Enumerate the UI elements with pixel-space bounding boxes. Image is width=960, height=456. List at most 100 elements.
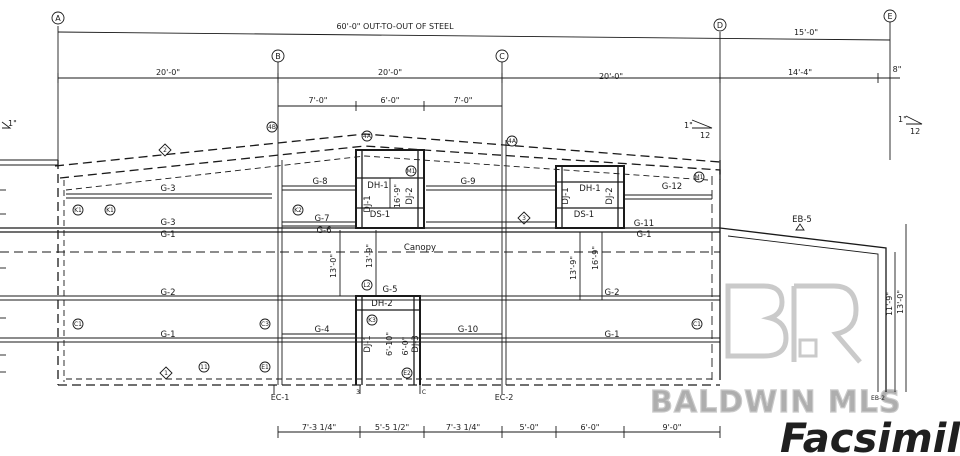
door-label: DJ-2 xyxy=(405,187,415,204)
door-height: 16'-9" xyxy=(393,184,402,208)
detail-tag: 4B xyxy=(268,124,276,131)
roof-slopes: 1" 1" 12 1" 12 xyxy=(1,115,923,140)
grid-bubble-d: D xyxy=(717,21,723,30)
dim-sub-3: 7'-0" xyxy=(454,96,473,105)
door-height: 6'-0" xyxy=(401,337,410,356)
detail-tag: C3 xyxy=(261,321,269,328)
dim-out-to-out: 60'-0" OUT-TO-OUT OF STEEL xyxy=(336,22,454,31)
door-opening-lower: DH-2 DJ-1 DJ-3 6'-10" 6'-0" xyxy=(355,295,421,385)
door-height: 6'-10" xyxy=(385,332,394,356)
dim-bottom: 5'-0" xyxy=(520,423,539,432)
eave-height: 13'-0" xyxy=(896,290,905,314)
dim-bay-4: 14'-4" xyxy=(788,68,812,77)
detail-tag: M1 xyxy=(695,174,704,181)
detail-tag: 11 xyxy=(200,364,208,371)
door-opening-upper-left: DH-1 DS-1 DJ-1 DJ-2 16'-9" 13'-9" 13'-0" xyxy=(329,149,425,296)
dim-bottom: 7'-3 1/4" xyxy=(446,423,480,432)
detail-tags: 4B 4A 4A 2 3 1 11 K1 K1 K2 M1 M1 L2 K3 C… xyxy=(72,121,705,380)
slope-mid-rise: 1" xyxy=(684,121,693,130)
girt-label: G-6 xyxy=(316,226,331,236)
door-height: 16'-9" xyxy=(591,246,600,270)
girt-labels: G-3 G-3 G-1 G-2 G-1 G-8 G-7 G-6 G-5 G-4 … xyxy=(160,177,682,340)
top-dimensions: 60'-0" OUT-TO-OUT OF STEEL 15'-0" 20'-0"… xyxy=(57,22,902,111)
girt-label: G-2 xyxy=(604,288,619,298)
dim-bottom: 7'-3 1/4" xyxy=(302,423,336,432)
detail-tag: C1 xyxy=(74,321,82,328)
columns: EC-1 EC-2 3 C xyxy=(271,140,514,402)
girt-label: G-9 xyxy=(460,177,475,187)
grid-bubble-c: C xyxy=(499,52,505,61)
detail-tag: C1 xyxy=(693,321,701,328)
dim-bay-3: 20'-0" xyxy=(599,72,623,81)
detail-tag: E2 xyxy=(403,370,411,377)
girt-label: G-7 xyxy=(314,214,329,224)
door-label: DJ-1 xyxy=(363,335,373,352)
girt-label: G-3 xyxy=(160,218,175,228)
watermark: BALDWIN MLS xyxy=(649,283,901,421)
girt-label: G-1 xyxy=(160,230,175,240)
girt-label: G-1 xyxy=(636,230,651,240)
door-label: DH-2 xyxy=(371,299,392,309)
door-opening-upper-right: DH-1 DS-1 DJ-1 DJ-2 13'-9" 16'-9" xyxy=(555,165,625,300)
dim-bay-5: 8" xyxy=(893,65,902,74)
grid-lines: A B C D E xyxy=(51,9,897,385)
grid-bubble-e: E xyxy=(887,12,892,21)
girt-label: G-1 xyxy=(160,330,175,340)
dim-sub-1: 7'-0" xyxy=(309,96,328,105)
door-height: 13'-9" xyxy=(569,256,578,280)
detail-tag: 3 xyxy=(522,215,526,222)
detail-tag: K3 xyxy=(368,317,376,324)
slope-left: 1" xyxy=(8,119,17,128)
slope-right-rise: 1" xyxy=(898,115,907,124)
girt-label: G-8 xyxy=(312,177,327,187)
girt-label: G-5 xyxy=(382,285,397,295)
girt-label: G-12 xyxy=(662,182,682,192)
column-label: 3 xyxy=(356,389,360,396)
canopy-label: Canopy xyxy=(404,243,436,253)
girt-label: G-10 xyxy=(458,325,478,335)
dim-bay-1: 20'-0" xyxy=(156,68,180,77)
grid-bubble-a: A xyxy=(55,14,61,23)
door-label: DJ-1 xyxy=(561,187,571,204)
door-label: DH-1 xyxy=(579,184,600,194)
watermark-facsimile: Facsimil xyxy=(780,416,960,456)
slope-mid-run: 12 xyxy=(700,131,710,140)
girt-label: G-2 xyxy=(160,288,175,298)
detail-tag: K2 xyxy=(294,207,302,214)
eave-label: EB-5 xyxy=(792,215,812,225)
eave-label: EB-2 xyxy=(871,395,885,402)
girt-label: G-4 xyxy=(314,325,329,335)
door-label: DS-1 xyxy=(574,210,594,220)
detail-tag: 1 xyxy=(164,370,168,377)
door-label: DJ-3 xyxy=(411,335,421,352)
door-height: 13'-9" xyxy=(365,244,374,268)
slope-right-run: 12 xyxy=(910,127,920,136)
column-label: C xyxy=(422,389,426,396)
girt-label: G-1 xyxy=(604,330,619,340)
dim-bottom: 9'-0" xyxy=(663,423,682,432)
detail-tag: K1 xyxy=(74,207,82,214)
detail-tag: L2 xyxy=(363,282,370,289)
door-label: DH-1 xyxy=(367,181,388,191)
detail-tag: M1 xyxy=(407,168,416,175)
dim-bottom: 6'-0" xyxy=(581,423,600,432)
detail-tag: E1 xyxy=(261,364,269,371)
lean-to-eave: EB-5 11'-9" 13'-0" EB-2 xyxy=(719,215,907,402)
detail-tag: 4A xyxy=(508,138,517,145)
dim-bottom: 5'-5 1/2" xyxy=(375,423,409,432)
door-label: DJ-2 xyxy=(605,187,615,204)
roof-outline xyxy=(0,133,721,380)
girt-label: G-11 xyxy=(634,219,654,229)
detail-tag: K1 xyxy=(106,207,114,214)
eave-height: 11'-9" xyxy=(885,292,894,316)
detail-tag: 4A xyxy=(363,133,372,140)
column-label: EC-1 xyxy=(271,393,290,402)
dim-d-to-e: 15'-0" xyxy=(794,28,818,37)
door-label: DJ-1 xyxy=(363,195,373,212)
door-height: 13'-0" xyxy=(329,254,338,278)
grid-bubble-b: B xyxy=(275,52,281,61)
dim-bay-2: 20'-0" xyxy=(378,68,402,77)
column-label: EC-2 xyxy=(495,393,514,402)
watermark-brand: BALDWIN MLS xyxy=(650,385,901,420)
